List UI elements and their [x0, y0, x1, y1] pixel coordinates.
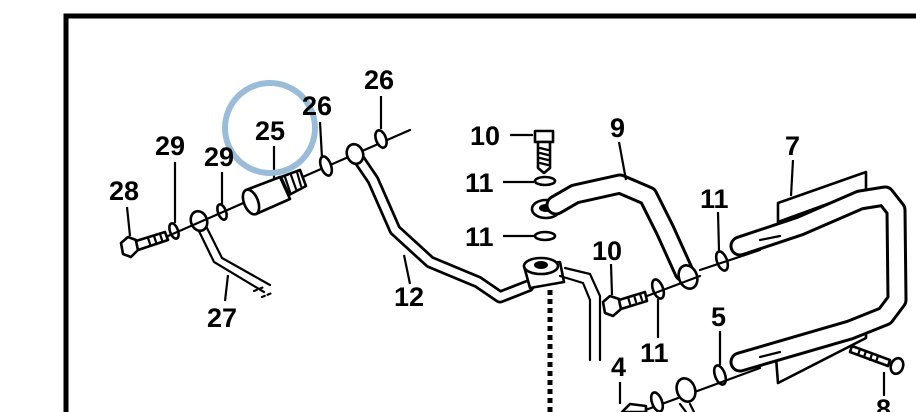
bolt-10-top — [533, 129, 555, 175]
pipe-12 — [345, 142, 535, 304]
washer-26-upper — [374, 129, 388, 149]
bolt-28 — [119, 230, 170, 259]
callout-11-a: 11 — [465, 168, 494, 198]
callout-9: 9 — [610, 113, 625, 143]
callout-11-d: 11 — [700, 184, 729, 214]
leader-12 — [402, 254, 412, 285]
pipe-27 — [194, 222, 274, 299]
callout-10-lower: 10 — [592, 236, 622, 266]
leader-7 — [789, 159, 795, 197]
diagram-frame — [63, 13, 916, 412]
pipe-9 — [545, 173, 699, 290]
callout-11-b: 11 — [465, 222, 494, 252]
lower-fittings — [620, 377, 697, 412]
leader-11-d — [716, 211, 721, 252]
leader-10-lower — [609, 263, 614, 296]
upper-right-axis — [698, 248, 762, 272]
leader-28 — [125, 206, 132, 237]
washer-11-a — [533, 175, 557, 187]
cooler-7 — [729, 170, 908, 385]
bolt-8 — [848, 344, 905, 376]
callout-4: 4 — [611, 352, 626, 382]
callout-28: 28 — [109, 176, 139, 206]
washer-11-d — [714, 250, 730, 272]
washer-26-lower — [318, 155, 334, 177]
callout-10-top: 10 — [470, 121, 500, 151]
tee-block — [522, 256, 602, 412]
fitting-25 — [241, 168, 308, 216]
bolt-10-lower — [601, 290, 649, 318]
callout-29-right: 29 — [204, 142, 234, 172]
callout-5: 5 — [711, 302, 726, 332]
washer-11-b — [533, 230, 557, 242]
leader-26-lower — [318, 121, 324, 159]
highlight-circle — [222, 80, 318, 176]
callout-26-upper: 26 — [364, 65, 394, 95]
washer-5 — [712, 364, 728, 386]
callout-27: 27 — [207, 303, 237, 333]
callout-29-left: 29 — [155, 131, 185, 161]
lower-bolt-axis — [645, 274, 702, 298]
callout-7: 7 — [785, 131, 800, 161]
leader-9 — [617, 141, 628, 181]
leader-27 — [223, 274, 230, 302]
callout-26-lower: 26 — [302, 91, 332, 121]
callout-8: 8 — [876, 394, 891, 412]
callout-12: 12 — [394, 282, 424, 312]
callout-11-c: 11 — [640, 338, 669, 368]
callout-25: 25 — [255, 116, 285, 146]
